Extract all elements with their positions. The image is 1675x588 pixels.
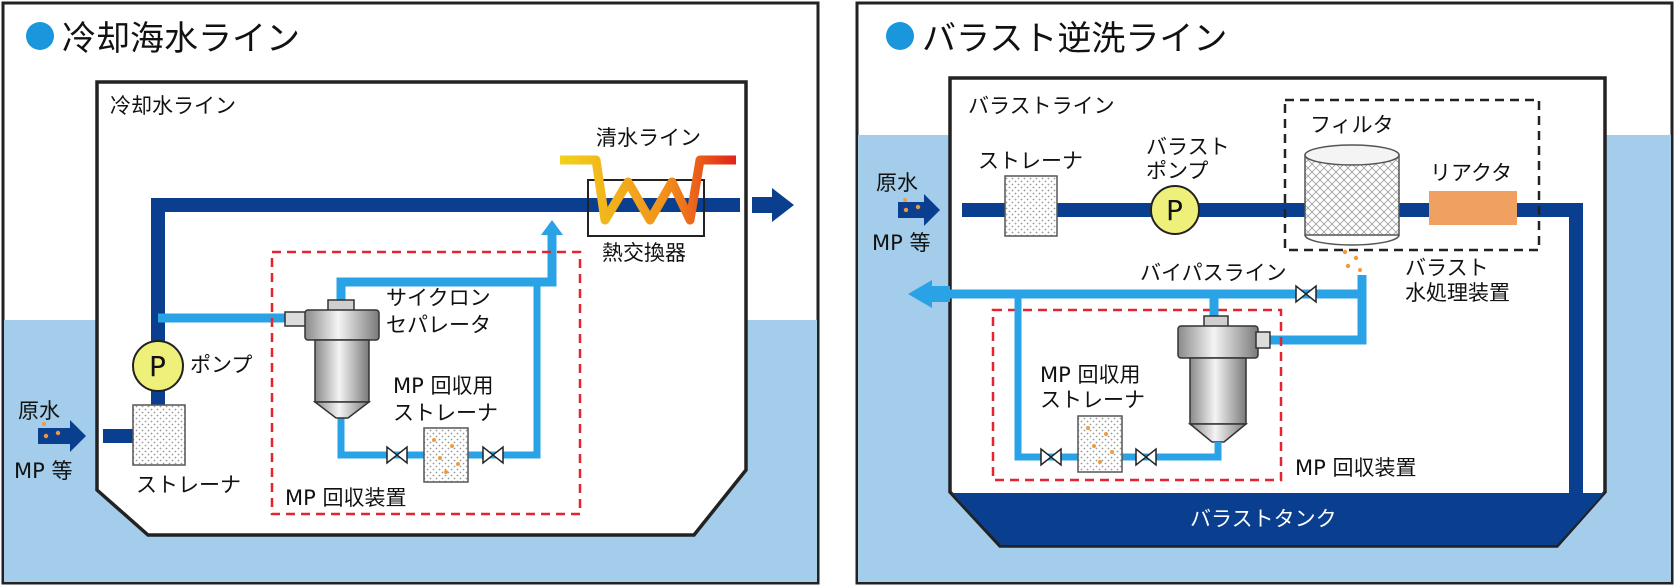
right-panel: バラストタンク バラスト逆洗ライン バラストライン 原水 MP 等 ストレーナ … bbox=[855, 1, 1674, 585]
right-raw-particles bbox=[903, 198, 921, 213]
left-mp-recovery-box bbox=[270, 250, 582, 516]
filter-unit bbox=[1304, 144, 1400, 246]
bypass-pipe bbox=[950, 275, 1367, 299]
left-mp-etc-label: MP 等 bbox=[14, 459, 72, 483]
cyclone-label-2: セパレータ bbox=[386, 313, 491, 337]
left-return-arrow-head bbox=[541, 220, 563, 235]
filter-label: フィルタ bbox=[1310, 113, 1394, 137]
right-strainer-label: ストレーナ bbox=[978, 149, 1083, 173]
left-raw-particles bbox=[42, 422, 61, 439]
left-valve-1 bbox=[386, 445, 408, 465]
cyclone-separator bbox=[284, 299, 380, 419]
left-strainer bbox=[132, 404, 186, 466]
left-mp-strainer-label-2: ストレーナ bbox=[393, 401, 498, 425]
right-mp-strainer-label-2: ストレーナ bbox=[1040, 388, 1145, 412]
ballast-line-label: バラストライン bbox=[968, 94, 1115, 118]
ballast-tank-label: バラストタンク bbox=[1190, 507, 1337, 531]
left-pump-symbol: P bbox=[149, 350, 166, 383]
left-outflow-arrow bbox=[752, 188, 794, 222]
left-mp-strainer bbox=[423, 427, 469, 483]
left-title-dot bbox=[26, 22, 54, 50]
right-valve-1 bbox=[1040, 447, 1062, 467]
left-cyclone-top-pipe bbox=[336, 232, 557, 302]
ballast-pump-label-1: バラスト bbox=[1146, 135, 1230, 159]
right-mp-recovery-box bbox=[991, 308, 1283, 482]
right-valve-2 bbox=[1135, 447, 1157, 467]
cyclone-label-1: サイクロン bbox=[386, 286, 491, 310]
right-strainer bbox=[1004, 175, 1058, 237]
ballast-treatment-box bbox=[1283, 98, 1541, 252]
reactor-label: リアクタ bbox=[1430, 161, 1512, 185]
left-title: 冷却海水ライン bbox=[62, 19, 300, 59]
ballast-pump-symbol: P bbox=[1166, 194, 1183, 227]
ballast-pump bbox=[1150, 185, 1200, 235]
filter-particles bbox=[1342, 249, 1362, 272]
right-title-dot bbox=[886, 22, 914, 50]
fresh-water-line-label: 清水ライン bbox=[596, 126, 701, 150]
left-mp-particles bbox=[432, 438, 460, 474]
ballast-treatment-label-1: バラスト bbox=[1405, 256, 1489, 280]
right-cyclone bbox=[1177, 294, 1271, 443]
fresh-water-pipe bbox=[560, 155, 736, 225]
left-raw-water-arrow bbox=[38, 420, 86, 452]
cooling-line-label: 冷却水ライン bbox=[110, 94, 236, 118]
right-raw-water-arrow bbox=[898, 194, 940, 226]
left-mp-recovery-label: MP 回収装置 bbox=[285, 486, 406, 510]
left-raw-water-label: 原水 bbox=[18, 399, 60, 423]
ballast-treatment-label-2: 水処理装置 bbox=[1405, 281, 1510, 305]
right-mp-etc-label: MP 等 bbox=[872, 231, 930, 255]
right-mp-recovery-label: MP 回収装置 bbox=[1295, 456, 1416, 480]
left-mp-strainer-label-1: MP 回収用 bbox=[393, 374, 493, 398]
ballast-pump-label-2: ポンプ bbox=[1146, 159, 1208, 183]
left-pump bbox=[132, 340, 184, 392]
right-mp-strainer-label-1: MP 回収用 bbox=[1040, 363, 1140, 387]
pump-label: ポンプ bbox=[190, 353, 252, 377]
heat-exchanger-label: 熱交換器 bbox=[602, 241, 686, 265]
right-mp-particles bbox=[1086, 426, 1114, 464]
left-strainer-label: ストレーナ bbox=[136, 473, 241, 497]
reactor bbox=[1429, 191, 1517, 225]
right-title: バラスト逆洗ライン bbox=[922, 19, 1227, 59]
bypass-valve bbox=[1295, 284, 1317, 304]
left-valve-2 bbox=[482, 445, 504, 465]
ballast-tank bbox=[952, 493, 1604, 545]
left-panel: 冷却海水ライン 冷却水ライン 清水ライン 熱交換器 MP 回収装置 サイクロン … bbox=[1, 1, 820, 585]
bypass-outflow-arrow bbox=[908, 280, 950, 308]
bypass-line-label: バイパスライン bbox=[1140, 261, 1287, 285]
right-raw-water-label: 原水 bbox=[876, 171, 918, 195]
heat-exchanger-box bbox=[587, 179, 705, 237]
left-ship-hull bbox=[95, 80, 748, 537]
